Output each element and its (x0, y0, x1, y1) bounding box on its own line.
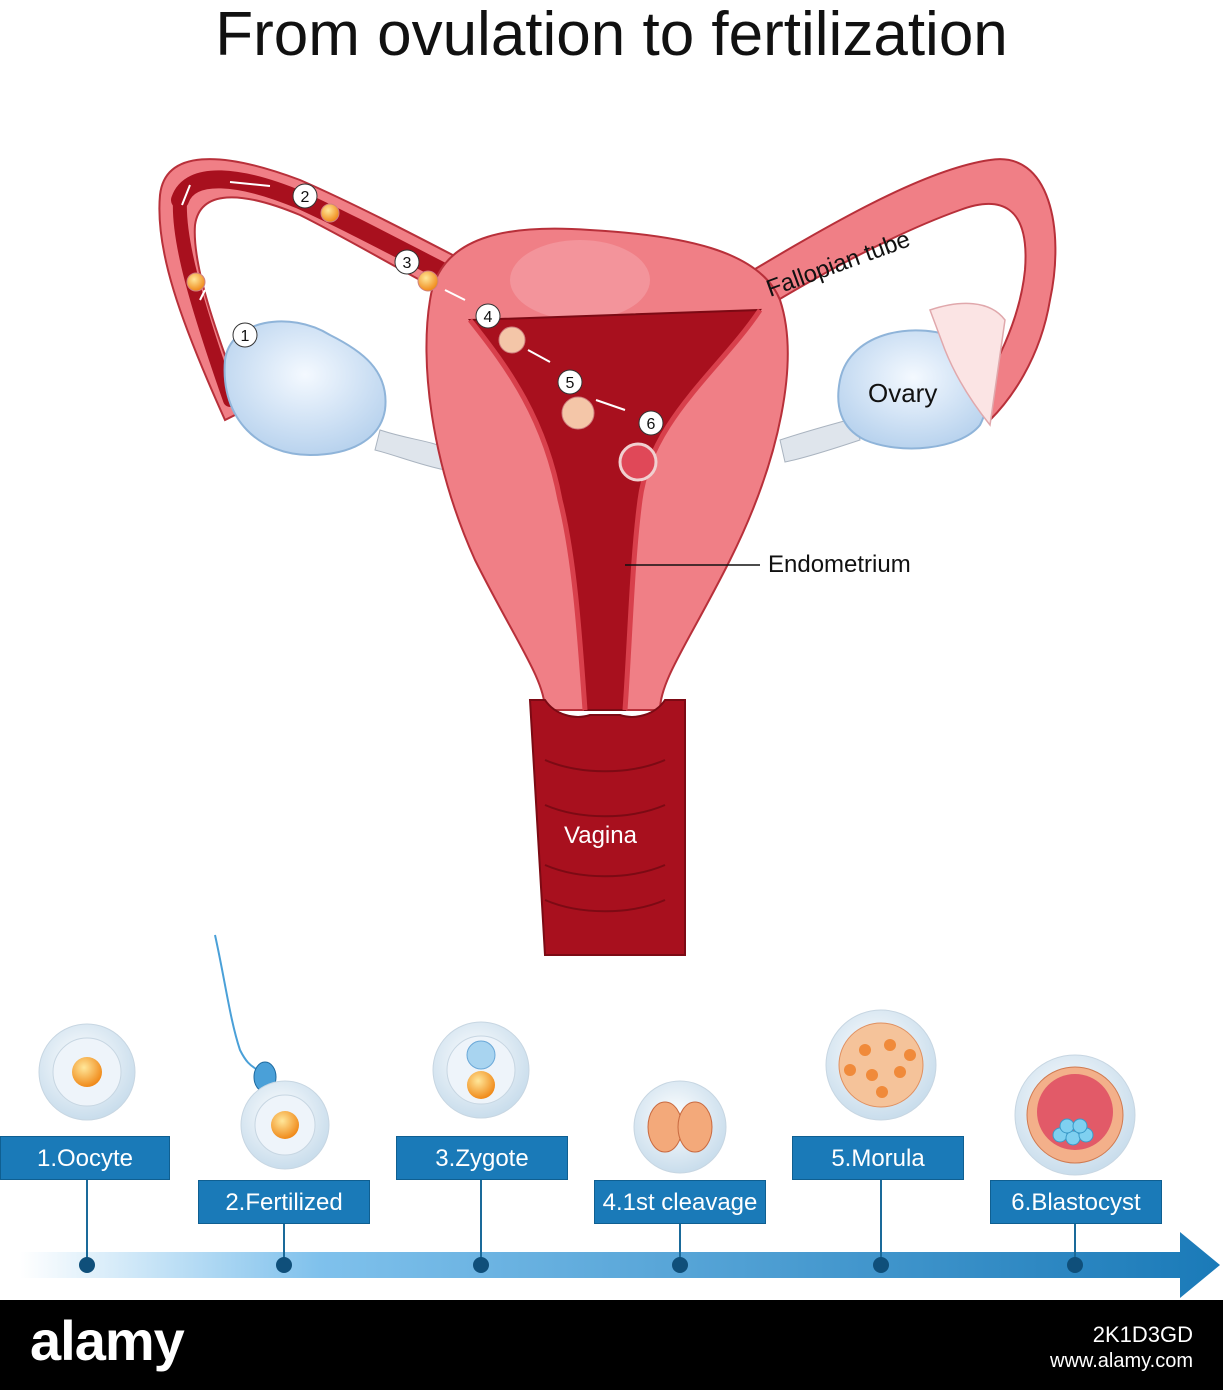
step-marker-6: 6 (638, 410, 664, 436)
blastocyst-illustration (1014, 1054, 1136, 1176)
fertilized-illustration (214, 934, 330, 1170)
stage-label-oocyte: 1.Oocyte (0, 1136, 170, 1180)
alamy-logo: alamy (30, 1309, 185, 1372)
zygote-illustration (432, 1021, 530, 1119)
step-marker-2: 2 (292, 183, 318, 209)
ovary-label: Ovary (868, 378, 937, 408)
step-marker-3: 3 (394, 249, 420, 275)
vagina-label: Vagina (564, 822, 638, 849)
svg-text:3: 3 (403, 255, 412, 272)
svg-text:2: 2 (301, 189, 310, 206)
timeline-arrow (20, 1232, 1220, 1298)
stage-label-fertilized: 2.Fertilized (198, 1180, 370, 1224)
step-marker-4: 4 (475, 303, 501, 329)
svg-text:1: 1 (241, 328, 250, 345)
first-cleavage-illustration (633, 1080, 727, 1174)
stage-label-blastocyst: 6.Blastocyst (990, 1180, 1162, 1224)
footer-url[interactable]: www.alamy.com (1050, 1350, 1193, 1372)
morula-illustration (825, 1009, 937, 1121)
footer-bar: alamy 2K1D3GD www.alamy.com (0, 1300, 1223, 1390)
step-marker-5: 5 (557, 369, 583, 395)
oocyte-illustration (38, 1023, 136, 1121)
left-ovary (223, 320, 387, 457)
svg-text:6: 6 (647, 416, 656, 433)
fimbriae (929, 302, 1006, 427)
svg-text:5: 5 (566, 375, 575, 392)
stage-dots (79, 1257, 1083, 1273)
page-title: From ovulation to fertilization (215, 0, 1008, 69)
stage-label-zygote: 3.Zygote (396, 1136, 568, 1180)
step-marker-1: 1 (232, 322, 258, 348)
endometrium-label: Endometrium (768, 551, 911, 578)
uterus-diagram: 1 2 3 4 5 6 Fallopian tube Ovary Endomet… (20, 158, 1220, 1298)
stage-label-morula: 5.Morula (792, 1136, 964, 1180)
vagina (528, 699, 686, 956)
image-id: 2K1D3GD (1092, 1322, 1193, 1347)
stage-label-first-cleavage: 4.1st cleavage (594, 1180, 766, 1224)
svg-text:4: 4 (484, 309, 493, 326)
